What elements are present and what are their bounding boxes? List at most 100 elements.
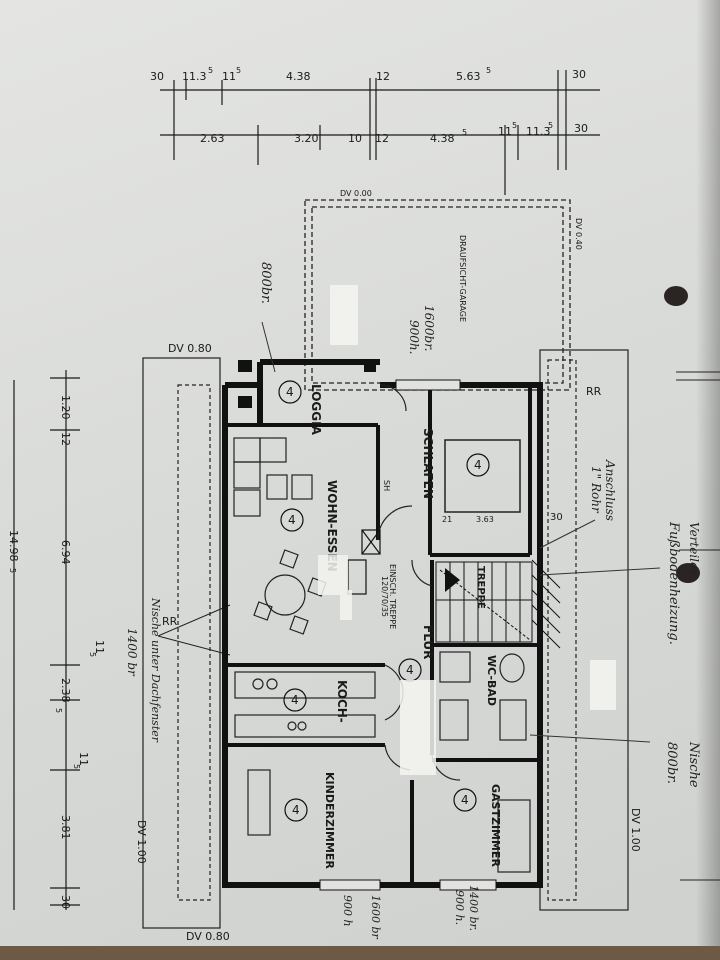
svg-text:4: 4: [406, 663, 414, 677]
small-labels: 21 3.63 30 EINSCH. TREPPE 120/70/35 SH: [380, 480, 563, 629]
dim-sup: 5: [548, 121, 553, 130]
dv-label-left: DV 1.00: [135, 820, 148, 864]
left-roof-strip: [142, 357, 221, 929]
hand-fussbodenheizung: Fußbodenheizung.: [666, 521, 681, 645]
table-edge-shadow: [696, 0, 720, 960]
dv-label-bottom-left: DV 0.80: [186, 930, 230, 943]
hand-gast-window-1: 1400 br.: [467, 885, 480, 931]
room-marker-wohn: 4: [280, 508, 304, 532]
room-label-loggia: LOGGIA: [309, 384, 323, 436]
dim-238: 2.38: [59, 678, 72, 703]
wooden-table-strip: [0, 946, 720, 960]
hand-arrow: [529, 734, 651, 743]
dim-563: 5.63: [456, 70, 481, 83]
dim-12: 12: [375, 132, 389, 145]
rr-left-arrows: [157, 604, 231, 656]
dim-113: 11.3: [182, 70, 207, 83]
dim-30: 30: [574, 122, 588, 135]
room-marker-loggia: 4: [278, 380, 302, 404]
dim-11: 11: [93, 640, 106, 654]
shaft: [347, 529, 381, 595]
dim-113: 11.3: [526, 125, 551, 138]
dim-438: 4.38: [430, 132, 455, 145]
dim-30: 30: [59, 895, 72, 909]
room-label-schlafen: SCHLAFEN: [421, 428, 435, 499]
dim-363: 3.63: [476, 515, 494, 524]
dim-12: 12: [376, 70, 390, 83]
room-marker-gast: 4: [453, 788, 477, 812]
room-label-bad: WC-BAD: [485, 655, 498, 706]
hand-anschluss: Anschluss: [603, 459, 617, 521]
dim-11: 11: [222, 70, 236, 83]
dim-438: 4.38: [286, 70, 311, 83]
dim-10: 10: [348, 132, 362, 145]
hand-gast-window-2: 900 h.: [453, 890, 466, 925]
dim-sup: 5: [54, 708, 63, 713]
svg-text:4: 4: [461, 793, 469, 807]
room-markers: 4 4 4 4 4 4 4: [278, 380, 490, 822]
svg-text:4: 4: [286, 385, 294, 399]
einsch-treppe-dim: 120/70/35: [380, 576, 389, 617]
garage-window-note-1: 1600br.: [422, 305, 436, 351]
svg-text:4: 4: [474, 458, 482, 472]
tape-patch: [330, 285, 358, 345]
dim-694: 6.94: [59, 540, 72, 565]
einsch-treppe-label: EINSCH. TREPPE: [388, 564, 397, 629]
dim-11: 11: [77, 752, 90, 766]
right-roof-strip: [539, 349, 629, 911]
dim-30: 30: [150, 70, 164, 83]
dim-263: 2.63: [200, 132, 225, 145]
living-furniture: [233, 437, 327, 635]
room-marker-schlafen: 4: [466, 453, 490, 477]
svg-text:4: 4: [292, 803, 300, 817]
dim-sup: 5: [72, 764, 81, 769]
dim-320: 3.20: [294, 132, 319, 145]
hand-nische-dachfenster: Nische unter Dachfenster: [149, 597, 162, 743]
dv-label-garage-right: DV 0.40: [574, 218, 583, 250]
right-edge-lines: [676, 371, 720, 881]
dv-label-garage-top: DV 0.00: [340, 189, 372, 198]
svg-text:4: 4: [291, 693, 299, 707]
doors: [377, 384, 461, 781]
room-marker-flur: 4: [398, 658, 422, 682]
outer-walls: [222, 359, 543, 888]
room-label-kinderzimmer: KINDERZIMMER: [323, 772, 336, 869]
room-label-flur: FLUR: [421, 625, 435, 659]
kitchen-counters: [234, 671, 376, 738]
room-marker-koch: 4: [283, 688, 307, 712]
dim-30-right: 30: [550, 512, 563, 523]
garage-window-note-2: 900h.: [407, 320, 421, 354]
punch-hole-bottom: [676, 563, 700, 583]
svg-text:4: 4: [288, 513, 296, 527]
hand-kinder-window-2: 900 h: [341, 895, 354, 927]
bath-fixtures: [439, 651, 527, 741]
loggia-posts: [238, 360, 376, 408]
left-dimension-text: 1.20 12 6.94 14.98 5 11 5 2.38 5 11 5 3.…: [7, 395, 106, 909]
interior-walls: [225, 385, 540, 885]
bed-outline: [444, 439, 521, 513]
dim-1498: 14.98: [7, 530, 20, 562]
hand-nische-right: Nische: [686, 741, 701, 788]
tape-patches: [318, 555, 616, 775]
hatching: [531, 559, 561, 649]
dim-sup: 5: [208, 66, 213, 75]
dim-sup: 5: [462, 128, 467, 137]
room-labels: LOGGIA WOHN-ESSEN SCHLAFEN TREPPE FLUR W…: [309, 384, 502, 869]
punch-hole-top: [664, 286, 688, 306]
hand-anschluss-rohr: 1" Rohr: [589, 466, 603, 514]
dim-sup: 5: [512, 121, 517, 130]
left-dimension-lines: [13, 370, 80, 910]
stair-arrow-icon: [445, 568, 460, 592]
dim-sup: 5: [486, 66, 491, 75]
top-dimension-lines: [160, 70, 600, 195]
windows: [319, 379, 497, 891]
dv-label-top-left: DV 0.80: [168, 342, 212, 355]
dim-21: 21: [442, 515, 452, 524]
dim-sup: 5: [8, 568, 17, 573]
rr-left: RR: [162, 615, 178, 628]
dim-11: 11: [498, 125, 512, 138]
hand-arrow: [539, 519, 596, 549]
room-marker-kinder: 4: [284, 798, 308, 822]
garage-label: DRAUFSICHT-GARAGE: [458, 235, 467, 322]
